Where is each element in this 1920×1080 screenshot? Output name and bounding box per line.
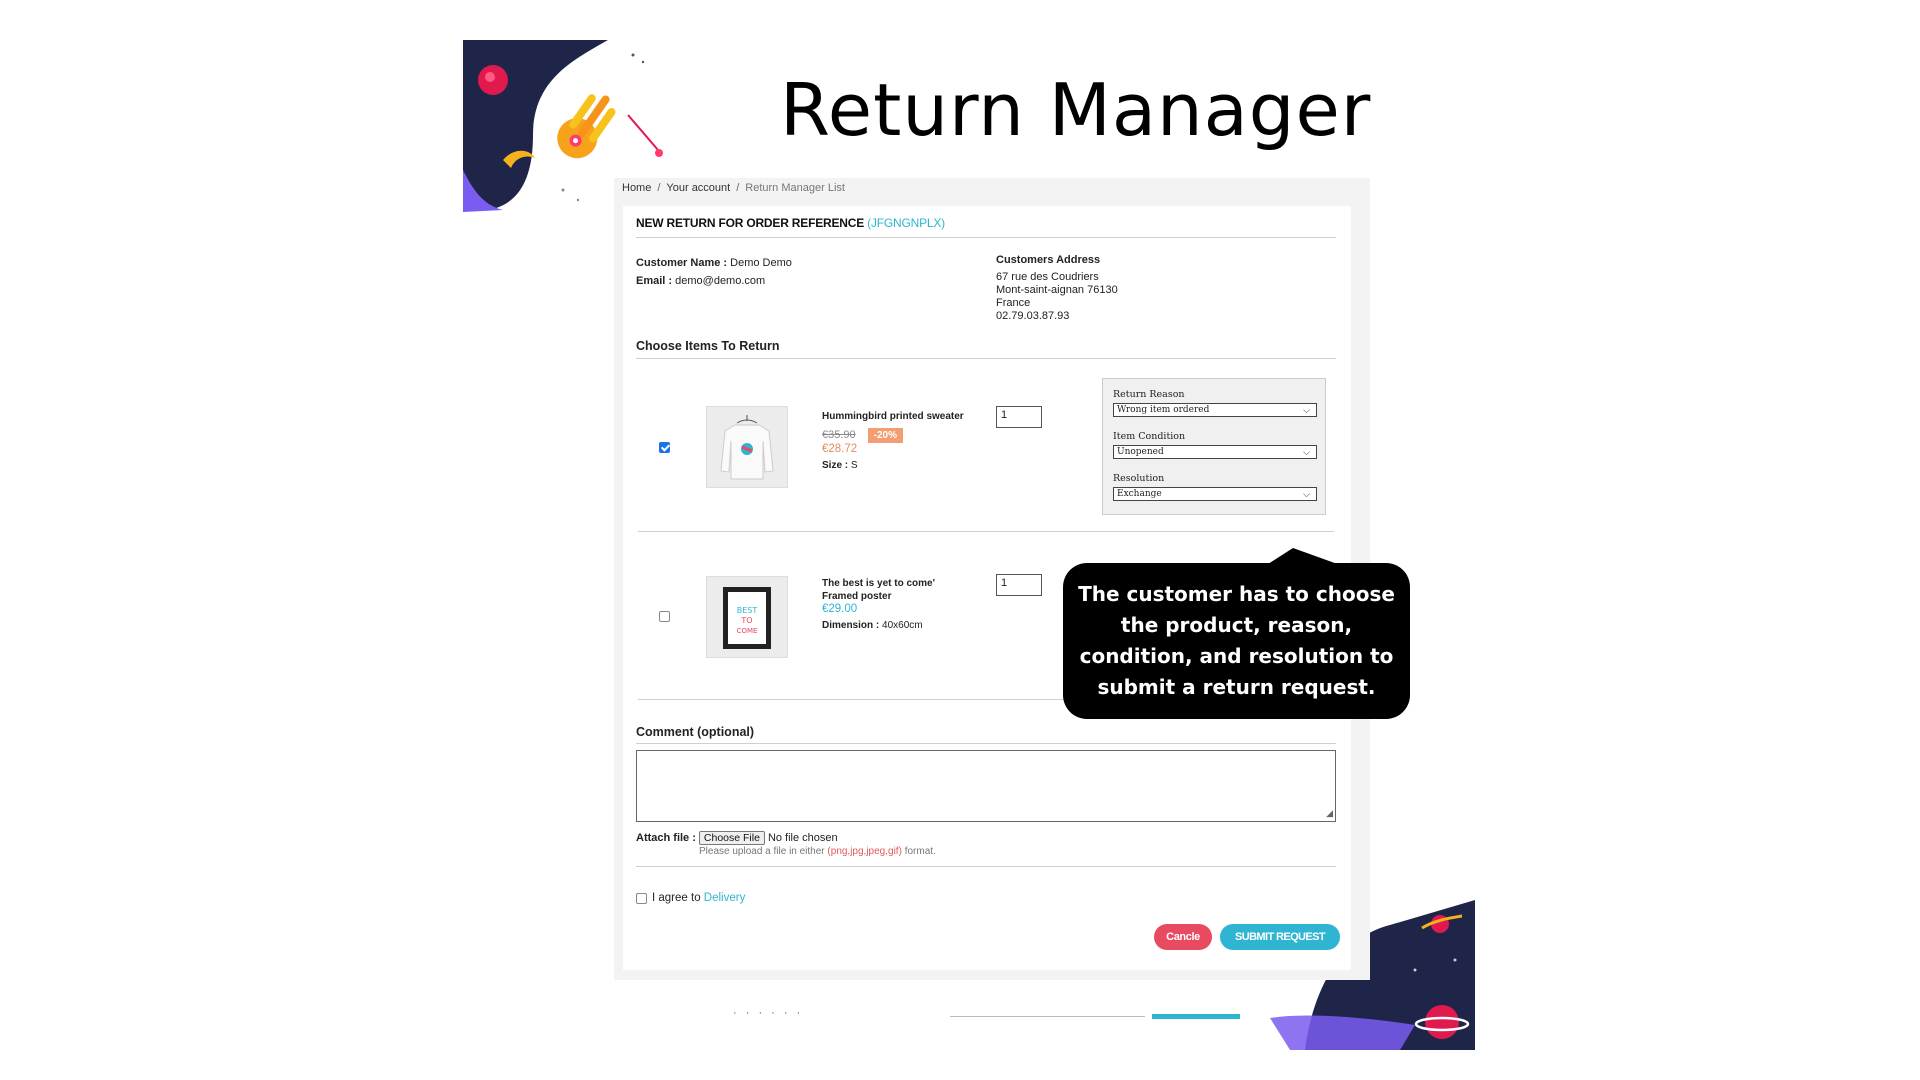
delivery-link[interactable]: Delivery: [703, 892, 746, 904]
address-line: 02.79.03.87.93: [996, 310, 1070, 322]
customer-name: Demo Demo: [730, 257, 792, 269]
cropped-footer-text: · · · · · ·: [733, 1007, 804, 1019]
breadcrumb-current: Return Manager List: [745, 182, 845, 194]
item-condition-value: Unopened: [1117, 447, 1164, 457]
divider: [636, 743, 1336, 744]
form-heading: NEW RETURN FOR ORDER REFERENCE (JFGNGNPL…: [636, 216, 945, 230]
choose-file-button[interactable]: Choose File: [698, 831, 765, 845]
item-2-attr-value: 40x60cm: [882, 620, 923, 631]
choose-items-label: Choose Items To Return: [636, 339, 780, 353]
divider: [636, 358, 1336, 359]
agree-checkbox[interactable]: [636, 893, 647, 904]
svg-text:TO: TO: [740, 616, 752, 625]
return-reason-label: Return Reason: [1113, 389, 1185, 400]
discount-badge: -20%: [867, 428, 904, 443]
item-2-name[interactable]: The best is yet to come' Framed poster: [822, 578, 935, 602]
sweater-thumbnail: [706, 406, 788, 488]
breadcrumb: Home / Your account / Return Manager List: [622, 182, 845, 194]
attach-file-label: Attach file :: [636, 832, 696, 844]
svg-text:BEST: BEST: [737, 606, 758, 615]
item-1-name[interactable]: Hummingbird printed sweater: [822, 411, 964, 422]
chevron-down-icon: ⌵: [1303, 406, 1310, 416]
item-1-checkbox[interactable]: [659, 442, 670, 453]
form-heading-text: NEW RETURN FOR ORDER REFERENCE: [636, 216, 865, 230]
customer-name-label: Customer Name :: [636, 257, 728, 269]
item-1-quantity-input[interactable]: 1: [996, 406, 1042, 428]
item-condition-label: Item Condition: [1113, 431, 1186, 442]
breadcrumb-account[interactable]: Your account: [666, 182, 731, 194]
upload-hint-text: Please upload a file in either: [699, 846, 825, 857]
divider: [636, 237, 1336, 238]
comment-textarea[interactable]: ◢: [636, 750, 1336, 822]
upload-formats: (png,jpg,jpeg,gif): [827, 846, 902, 857]
item-2-quantity-input[interactable]: 1: [996, 574, 1042, 596]
item-condition-select[interactable]: Unopened ⌵: [1113, 445, 1317, 459]
item-1-price-old: €35.90: [822, 429, 856, 441]
chevron-down-icon: ⌵: [1303, 490, 1310, 500]
divider: [636, 866, 1336, 867]
chevron-down-icon: ⌵: [1303, 448, 1310, 458]
customer-address: Customers Address 67 rue des Coudriers M…: [996, 254, 1118, 323]
poster-thumbnail: BEST TO COME: [706, 576, 788, 658]
return-reason-select[interactable]: Wrong item ordered ⌵: [1113, 403, 1317, 417]
space-illustration-bottom-right: [1250, 900, 1475, 1050]
callout-pointer: [1265, 548, 1343, 566]
address-line: Mont-saint-aignan 76130: [996, 284, 1118, 296]
space-illustration-top-left: [463, 40, 673, 225]
address-line: France: [996, 297, 1031, 309]
item-1-attr-label: Size :: [822, 460, 849, 471]
item-1-details: Hummingbird printed sweater €35.90 -20% €…: [822, 410, 964, 472]
no-file-text: No file chosen: [767, 832, 838, 844]
item-2-attr-label: Dimension :: [822, 620, 880, 631]
resolution-select[interactable]: Exchange ⌵: [1113, 487, 1317, 501]
item-1-price: €28.72: [822, 443, 858, 455]
item-2-price: €29.00: [822, 603, 858, 615]
address-line: 67 rue des Coudriers: [996, 271, 1099, 283]
order-reference[interactable]: (JFGNGNPLX): [867, 216, 945, 230]
upload-hint-suffix: format.: [904, 846, 936, 857]
customer-email: demo@demo.com: [675, 275, 766, 287]
cropped-footer-button: [1152, 1014, 1240, 1019]
submit-request-button[interactable]: SUBMIT REQUEST: [1220, 924, 1340, 950]
upload-hint: Please upload a file in either (png,jpg,…: [699, 846, 936, 857]
item-2-checkbox[interactable]: [659, 611, 670, 622]
slide-title: Return Manager: [780, 68, 1372, 152]
resolution-label: Resolution: [1113, 473, 1165, 484]
divider: [638, 531, 1334, 532]
comment-label: Comment (optional): [636, 725, 755, 739]
callout-annotation: The customer has to choose the product, …: [1063, 563, 1410, 719]
cancel-button[interactable]: Cancle: [1154, 924, 1212, 950]
address-label: Customers Address: [996, 254, 1101, 266]
item-1-attr-value: S: [850, 460, 858, 471]
cropped-footer-input: [950, 1016, 1145, 1017]
resolution-value: Exchange: [1117, 489, 1162, 499]
breadcrumb-separator: /: [736, 182, 740, 194]
divider: [638, 699, 1334, 700]
customer-info: Customer Name : Demo Demo Email : demo@d…: [636, 257, 792, 288]
svg-text:COME: COME: [737, 627, 758, 635]
resize-grip-icon[interactable]: ◢: [1326, 808, 1333, 818]
agree-text: I agree to: [652, 892, 701, 904]
return-reason-value: Wrong item ordered: [1117, 405, 1210, 415]
breadcrumb-home[interactable]: Home: [622, 182, 652, 194]
email-label: Email :: [636, 275, 673, 287]
return-options-panel: Return Reason Wrong item ordered ⌵ Item C…: [1102, 378, 1326, 515]
breadcrumb-separator: /: [657, 182, 661, 194]
item-2-details: The best is yet to come' Framed poster €…: [822, 577, 972, 632]
agree-label: I agree to Delivery: [652, 892, 745, 904]
